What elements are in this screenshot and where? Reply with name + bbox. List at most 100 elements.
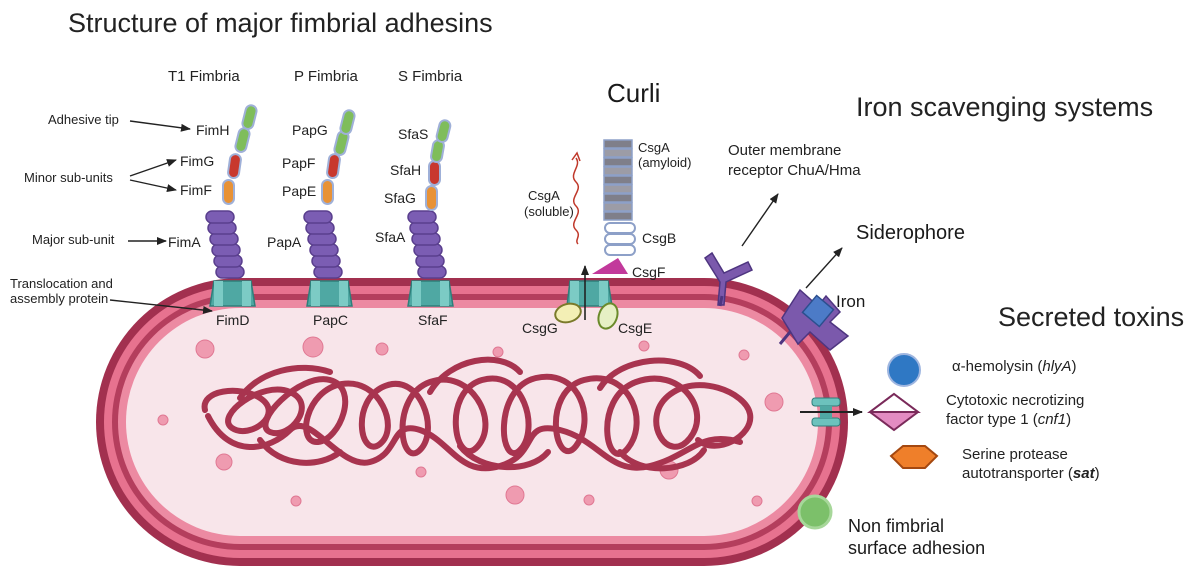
granule <box>764 392 784 412</box>
sfaf-porin <box>407 280 454 307</box>
outer-membrane-receptor <box>703 251 754 307</box>
sat-icon <box>889 445 939 469</box>
papf-label: PapF <box>282 155 316 171</box>
hemolysin-label-text: α-hemolysin ( <box>952 358 1043 375</box>
granule <box>751 495 763 507</box>
csga-amyloid-label-line2: (amyloid) <box>638 155 692 170</box>
sfah-label: SfaH <box>390 162 422 178</box>
siderophore-label: Siderophore <box>856 222 965 244</box>
csgf-label: CsgF <box>632 264 666 280</box>
pape-subunit <box>321 179 334 205</box>
granule <box>157 414 169 426</box>
siderophore-arrow <box>805 247 843 289</box>
sat-gene: sat <box>1072 465 1095 482</box>
translocation-label-line1: Translocation and <box>10 276 113 291</box>
minor-subunits-arrow-1 <box>129 159 177 177</box>
sfas-subunit <box>435 119 452 143</box>
hemolysin-label: α-hemolysin (hlyA) <box>952 358 1077 375</box>
siderophore-complex <box>778 288 850 351</box>
papf-subunit <box>326 153 341 180</box>
fimg-subunit <box>227 153 242 180</box>
figure-title: Structure of major fimbrial adhesins <box>68 8 493 38</box>
csga-amyloid-fiber <box>603 139 633 221</box>
major-subunit-label: Major sub-unit <box>32 232 115 247</box>
receptor-label-line2: receptor ChuA/Hma <box>728 162 861 179</box>
sfag-subunit <box>425 185 438 211</box>
sfas-label: SfaS <box>398 126 429 142</box>
sfaa-major-subunits <box>407 210 447 279</box>
cytoplasm-granules <box>157 336 784 507</box>
secreted-toxins-title: Secreted toxins <box>998 302 1185 332</box>
curli-system <box>554 139 636 330</box>
granule <box>505 485 525 505</box>
csga-soluble-arrowhead <box>571 151 581 162</box>
granule <box>638 340 650 352</box>
granule <box>302 336 324 358</box>
granule <box>738 349 750 361</box>
curli-title: Curli <box>607 78 661 108</box>
toxin-transporter <box>811 397 841 427</box>
non-fimbrial-label-line2: surface adhesion <box>848 538 986 558</box>
fimd-label: FimD <box>216 312 250 328</box>
cnf1-label-close: ) <box>1066 411 1072 428</box>
sat-label-line1: Serine protease <box>962 446 1068 463</box>
csga-amyloid-label-line1: CsgA <box>638 140 670 155</box>
cnf1-label-line2: factor type 1 (cnf1) <box>946 411 1071 428</box>
p-fimbria-title: P Fimbria <box>294 68 358 85</box>
csgg-ring <box>554 302 582 324</box>
cnf1-label-line1: Cytotoxic necrotizing <box>946 392 1085 409</box>
granule <box>492 346 504 358</box>
fimf-subunit <box>222 179 235 205</box>
iron-square <box>801 294 835 328</box>
t1-fimbria <box>205 104 258 307</box>
non-fimbrial-adhesin-icon <box>797 494 833 530</box>
csgg-porin <box>566 280 613 307</box>
granule <box>215 453 233 471</box>
csgf-triangle <box>592 258 628 274</box>
papa-major-subunits <box>303 210 343 279</box>
csga-soluble-label-line1: CsgA <box>528 188 560 203</box>
adhesive-tip-arrow <box>129 120 191 132</box>
csgb-subunits <box>604 222 636 256</box>
csge-ring <box>597 302 619 330</box>
sat-label-line2: autotransporter (sat) <box>962 465 1100 482</box>
pape-label: PapE <box>282 183 317 199</box>
fimh-subunit <box>241 104 258 130</box>
csgb-label: CsgB <box>642 230 677 246</box>
s-fimbria-title: S Fimbria <box>398 68 463 85</box>
csgg-label: CsgG <box>522 320 558 336</box>
fimh-subunit <box>234 127 251 153</box>
fimf-label: FimF <box>180 182 212 198</box>
csga-soluble-squiggle <box>572 157 580 245</box>
t1-fimbria-title: T1 Fimbria <box>168 68 240 85</box>
minor-subunits-label: Minor sub-units <box>24 170 113 185</box>
chromosome-dna <box>201 356 754 472</box>
granule <box>375 342 389 356</box>
cnf1-label-text: factor type 1 ( <box>946 411 1038 428</box>
sfaf-label: SfaF <box>418 312 448 328</box>
papc-porin <box>306 280 353 307</box>
fimh-label: FimH <box>196 122 230 138</box>
hemolysin-icon <box>887 353 921 387</box>
fima-label: FimA <box>168 234 201 250</box>
hemolysin-label-close: ) <box>1071 358 1077 375</box>
papg-subunit <box>339 109 356 135</box>
sfag-label: SfaG <box>384 190 416 206</box>
iron-systems-title: Iron scavenging systems <box>856 92 1154 122</box>
sat-label-close: ) <box>1094 465 1100 482</box>
translocation-label-line2: assembly protein <box>10 291 109 306</box>
cnf1-icon-half <box>867 392 921 413</box>
hemolysin-gene: hlyA <box>1042 358 1072 375</box>
papc-label: PapC <box>313 312 349 328</box>
csga-soluble-label-line2: (soluble) <box>524 204 574 219</box>
granule <box>290 495 302 507</box>
iron-label: Iron <box>836 292 866 311</box>
sat-label-text: autotransporter ( <box>962 465 1073 482</box>
csge-label: CsgE <box>618 320 653 336</box>
papa-label: PapA <box>267 234 302 250</box>
translocation-arrow <box>109 299 213 315</box>
granule <box>415 466 427 478</box>
p-fimbria <box>303 109 356 307</box>
granule <box>195 339 215 359</box>
